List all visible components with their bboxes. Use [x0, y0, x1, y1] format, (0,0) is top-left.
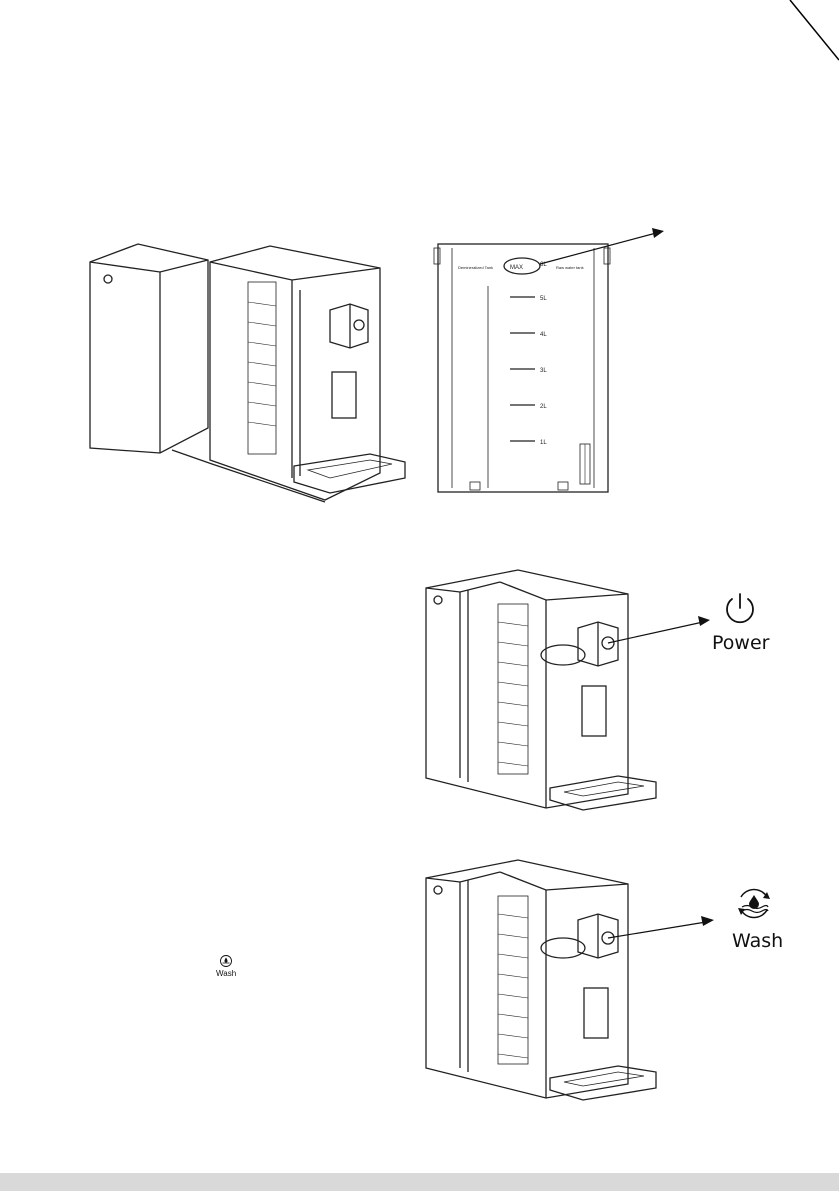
- tank-outline: [438, 244, 608, 492]
- tank-left-label: Demineralized Tank: [458, 265, 493, 270]
- power-arrow: [608, 616, 710, 643]
- tank-level-4: 4L: [540, 332, 547, 338]
- wash-label: Wash: [732, 930, 783, 952]
- figure-power: [418, 560, 678, 820]
- figure-wash: [418, 852, 678, 1114]
- page-corner-mark: [0, 0, 839, 120]
- figure-machine-tank-removed: [80, 238, 420, 518]
- tank-level-1: 1L: [540, 440, 547, 446]
- wash-icon: [734, 883, 774, 923]
- detached-tank: [90, 244, 208, 453]
- main-unit: [172, 246, 405, 502]
- figure-tank-levels: Demineralized Tank Raw water tank MAX 6L…: [430, 226, 680, 496]
- wash-arrow: [608, 916, 714, 938]
- tank-max-label: MAX: [510, 265, 523, 271]
- tank-level-5: 5L: [540, 296, 547, 302]
- max-arrow: [540, 228, 664, 264]
- power-icon: [722, 590, 758, 626]
- tank-level-3: 3L: [540, 368, 547, 374]
- wash-inline-icon: [219, 954, 233, 968]
- tank-right-label: Raw water tank: [556, 265, 584, 270]
- tank-level-2: 2L: [540, 404, 547, 410]
- page-footer-bar: [0, 1173, 839, 1191]
- wash-inline-label: Wash: [216, 969, 236, 978]
- power-label: Power: [712, 632, 769, 654]
